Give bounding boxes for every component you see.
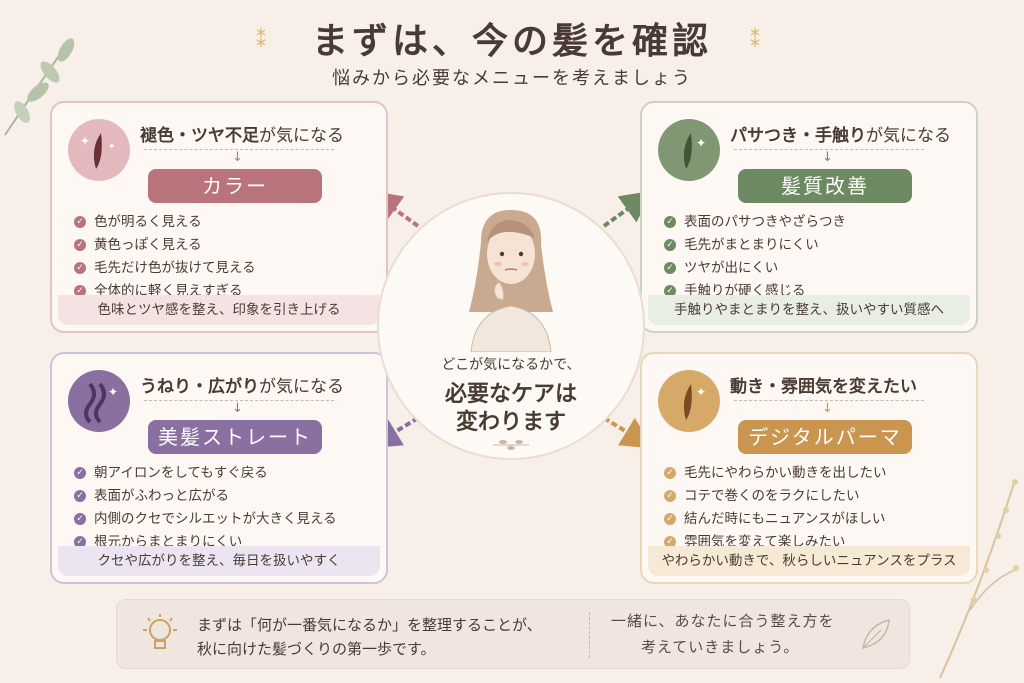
concern-text: 動き・雰囲気を変えたい (730, 377, 917, 397)
list-item: ✓朝アイロンをしてもすぐ戻る (74, 462, 337, 485)
list-item: ✓毛先だけ色が抜けて見える (74, 257, 256, 280)
check-icon: ✓ (74, 490, 86, 502)
check-icon: ✓ (664, 285, 676, 297)
list-item: ✓毛先がまとまりにくい (664, 234, 846, 257)
menu-label: カラー (148, 169, 322, 203)
wavy-hair-icon: ✦ (68, 370, 130, 432)
center-line-3: 変わります (455, 410, 566, 435)
concern-text: 褪色・ツヤ不足が気になる (140, 126, 344, 146)
leaf-branch-decoration-right (939, 479, 1019, 679)
list-item: ✓結んだ時にもニュアンスがほしい (664, 508, 887, 531)
hair-strand-icon: ✦ (658, 119, 720, 181)
center-line-1: どこが気になるかで、 (441, 357, 581, 373)
symptom-list: ✓色が明るく見える ✓黄色っぽく見える ✓毛先だけ色が抜けて見える ✓全体的に軽… (74, 211, 256, 303)
card-footer: やわらかい動きで、秋らしいニュアンスをプラス (648, 546, 970, 576)
card-color: ✦✦ 褪色・ツヤ不足が気になる ↓ カラー ✓色が明るく見える ✓黄色っぽく見え… (50, 101, 388, 333)
svg-text:✦: ✦ (696, 136, 706, 150)
check-icon: ✓ (664, 216, 676, 228)
card-straight: ✦ うねり・広がりが気になる ↓ 美髪ストレート ✓朝アイロンをしてもすぐ戻る … (50, 352, 388, 584)
list-item: ✓毛先にやわらかい動きを出したい (664, 462, 887, 485)
check-icon: ✓ (74, 239, 86, 251)
tip-message-2: 考えていきましょう。 (641, 638, 800, 656)
arrow-to-straight (368, 416, 420, 449)
symptom-list: ✓毛先にやわらかい動きを出したい ✓コテで巻くのをラクにしたい ✓結んだ時にもニ… (664, 462, 887, 554)
arrow-down-icon: ↓ (822, 401, 833, 416)
check-icon: ✓ (74, 216, 86, 228)
check-icon: ✓ (664, 536, 676, 548)
check-icon: ✓ (664, 239, 676, 251)
sparkle-icon: ⁑ (256, 28, 266, 52)
menu-label: デジタルパーマ (738, 420, 912, 454)
check-icon: ✓ (74, 536, 86, 548)
leaf-branch-decoration-left (4, 38, 75, 136)
list-item: ✓表面のパサつきやざらつき (664, 211, 846, 234)
check-icon: ✓ (664, 467, 676, 479)
check-icon: ✓ (74, 513, 86, 525)
list-item: ✓表面がふわっと広がる (74, 485, 337, 508)
tip-banner: まずは「何が一番気になるか」を整理することが、 秋に向けた髪づくりの第一歩です。… (116, 599, 910, 669)
sparkle-icon: ⁑ (750, 28, 760, 52)
list-item: ✓内側のクセでシルエットが大きく見える (74, 508, 337, 531)
lightbulb-icon (143, 614, 177, 649)
check-icon: ✓ (74, 262, 86, 274)
svg-text:✦: ✦ (696, 385, 706, 399)
center-line-2: 必要なケアは (444, 382, 577, 407)
list-item: ✓色が明るく見える (74, 211, 256, 234)
check-icon: ✓ (664, 262, 676, 274)
svg-text:✦: ✦ (108, 385, 118, 399)
center-circle: どこが気になるかで、 必要なケアは 変わります (377, 192, 645, 460)
hair-strand-icon: ✦ (658, 370, 720, 432)
list-item: ✓ツヤが出にくい (664, 257, 846, 280)
concern-text: うねり・広がりが気になる (140, 377, 344, 397)
tip-line-1: まずは「何が一番気になるか」を整理することが、 (197, 616, 542, 634)
concern-text: パサつき・手触りが気になる (730, 126, 951, 146)
arrow-down-icon: ↓ (232, 150, 243, 165)
check-icon: ✓ (664, 490, 676, 502)
card-digital-perm: ✦ 動き・雰囲気を変えたい ↓ デジタルパーマ ✓毛先にやわらかい動きを出したい… (640, 352, 978, 584)
woman-illustration (469, 210, 553, 352)
arrow-down-icon: ↓ (822, 150, 833, 165)
card-footer: 手触りやまとまりを整え、扱いやすい質感へ (648, 295, 970, 325)
page-title: まずは、今の髪を確認 (311, 21, 712, 62)
tip-message-1: 一緒に、あなたに合う整え方を (611, 612, 835, 630)
svg-text:✦: ✦ (80, 134, 90, 148)
symptom-list: ✓表面のパサつきやざらつき ✓毛先がまとまりにくい ✓ツヤが出にくい ✓手触りが… (664, 211, 846, 303)
list-item: ✓コテで巻くのをラクにしたい (664, 485, 887, 508)
symptom-list: ✓朝アイロンをしてもすぐ戻る ✓表面がふわっと広がる ✓内側のクセでシルエットが… (74, 462, 337, 554)
card-hair-improvement: ✦ パサつき・手触りが気になる ↓ 髪質改善 ✓表面のパサつきやざらつき ✓毛先… (640, 101, 978, 333)
arrow-down-icon: ↓ (232, 401, 243, 416)
svg-text:✦: ✦ (108, 142, 116, 152)
tip-line-2: 秋に向けた髪づくりの第一歩です。 (197, 640, 436, 658)
leaf-icon (493, 440, 529, 450)
card-footer: 色味とツヤ感を整え、印象を引き上げる (58, 295, 380, 325)
check-icon: ✓ (74, 285, 86, 297)
check-icon: ✓ (664, 513, 676, 525)
hair-strand-icon: ✦✦ (68, 119, 130, 181)
leaf-icon (862, 618, 890, 650)
card-footer: クセや広がりを整え、毎日を扱いやすく (58, 546, 380, 576)
check-icon: ✓ (74, 467, 86, 479)
page-subtitle: 悩みから必要なメニューを考えましょう (332, 68, 692, 89)
list-item: ✓黄色っぽく見える (74, 234, 256, 257)
menu-label: 髪質改善 (738, 169, 912, 203)
arrow-to-perm (602, 416, 654, 449)
menu-label: 美髪ストレート (148, 420, 322, 454)
arrow-to-improvement (602, 190, 653, 228)
arrow-to-color (369, 190, 420, 228)
